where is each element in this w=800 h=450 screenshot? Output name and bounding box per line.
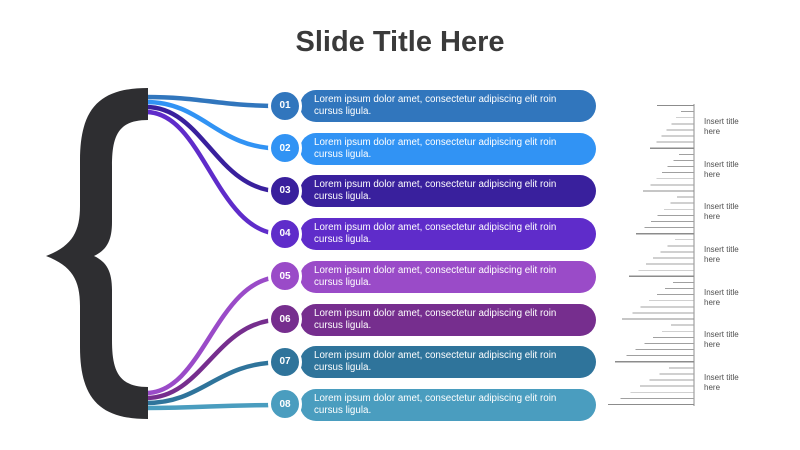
item-text: Lorem ipsum dolor amet, consectetur adip…: [314, 264, 557, 288]
connector-curves: [145, 94, 283, 411]
ruler-label: Insert title here: [704, 202, 739, 222]
item-number-badge: 08: [268, 387, 302, 422]
item-text: Lorem ipsum dolor amet, consectetur adip…: [314, 222, 557, 246]
list-item: Lorem ipsum dolor amet, consectetur adip…: [268, 302, 596, 337]
ruler-label: Insert title here: [704, 244, 739, 264]
ruler-label: Insert title here: [704, 116, 739, 136]
list-item: Lorem ipsum dolor amet, consectetur adip…: [268, 259, 596, 294]
connector-curve: [145, 402, 283, 411]
item-text: Lorem ipsum dolor amet, consectetur adip…: [314, 179, 557, 203]
ruler-label: Insert title here: [704, 330, 739, 350]
item-text: Lorem ipsum dolor amet, consectetur adip…: [314, 392, 557, 416]
slide-title: Slide Title Here: [295, 26, 505, 58]
list-item: Lorem ipsum dolor amet, consectetur adip…: [268, 131, 596, 166]
item-number-badge: 06: [268, 302, 302, 337]
ruler-ticks: [608, 104, 695, 406]
connector-curve: [145, 317, 283, 401]
connector-curve: [145, 109, 283, 237]
list-item: Lorem ipsum dolor amet, consectetur adip…: [268, 387, 596, 422]
item-pill: Lorem ipsum dolor amet, consectetur adip…: [300, 346, 596, 379]
ruler-label: Insert title here: [704, 287, 739, 307]
item-number-badge: 04: [268, 216, 302, 251]
item-text: Lorem ipsum dolor amet, consectetur adip…: [314, 94, 557, 117]
connector-curve: [145, 360, 283, 406]
item-number-badge: 07: [268, 344, 302, 379]
item-text: Lorem ipsum dolor amet, consectetur adip…: [314, 136, 557, 160]
ruler-label: Insert title here: [704, 373, 739, 393]
item-pill: Lorem ipsum dolor amet, consectetur adip…: [300, 388, 596, 421]
item-pill: Lorem ipsum dolor amet, consectetur adip…: [300, 260, 596, 293]
item-number-badge: 02: [268, 131, 302, 166]
list-item: Lorem ipsum dolor amet, consectetur adip…: [268, 88, 596, 123]
list-item: Lorem ipsum dolor amet, consectetur adip…: [268, 173, 596, 208]
item-pill: Lorem ipsum dolor amet, consectetur adip…: [300, 218, 596, 251]
item-pill: Lorem ipsum dolor amet, consectetur adip…: [300, 90, 596, 122]
item-text: Lorem ipsum dolor amet, consectetur adip…: [314, 307, 557, 331]
ruler-label: Insert title here: [704, 159, 739, 179]
connector-curve: [145, 99, 283, 151]
item-pill: Lorem ipsum dolor amet, consectetur adip…: [300, 175, 596, 208]
item-text: Lorem ipsum dolor amet, consectetur adip…: [314, 350, 557, 374]
connector-curve: [145, 94, 283, 109]
list-item: Lorem ipsum dolor amet, consectetur adip…: [268, 216, 596, 251]
curly-brace: [46, 88, 148, 419]
item-number-badge: 05: [268, 259, 302, 294]
connector-curve: [145, 274, 283, 396]
item-number-badge: 01: [268, 88, 302, 123]
item-pill: Lorem ipsum dolor amet, consectetur adip…: [300, 132, 596, 165]
connector-curve: [145, 104, 283, 194]
item-pill: Lorem ipsum dolor amet, consectetur adip…: [300, 303, 596, 336]
list-item: Lorem ipsum dolor amet, consectetur adip…: [268, 344, 596, 379]
item-number-badge: 03: [268, 173, 302, 208]
